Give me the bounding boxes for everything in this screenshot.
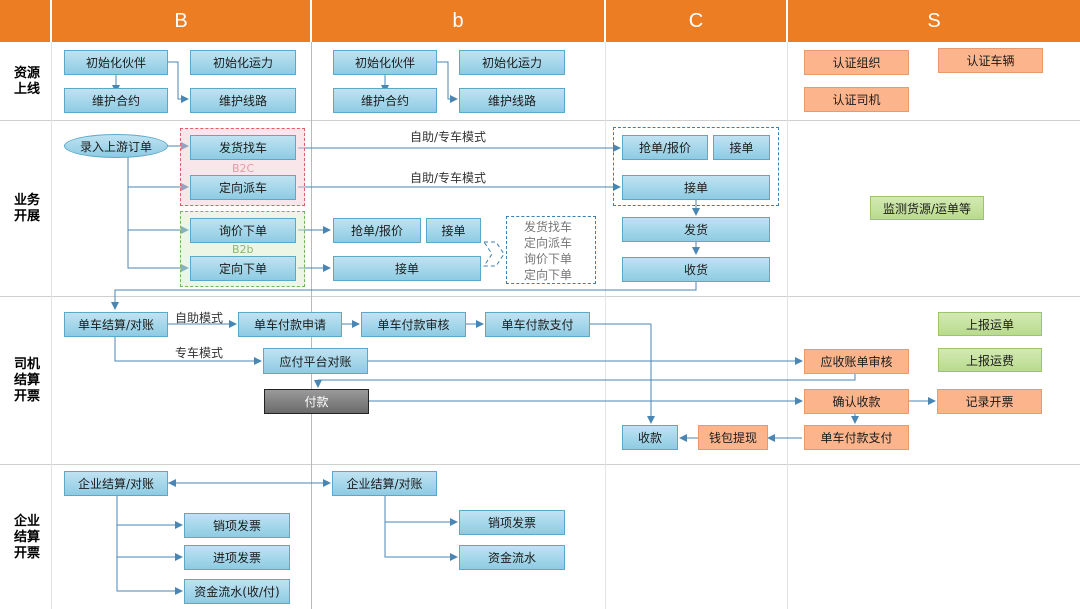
directed-order-box: 定向下单 (190, 256, 296, 281)
record-invoice-box: 记录开票 (937, 389, 1042, 414)
platform-recon-box: 应付平台对账 (263, 348, 368, 374)
row-label-business: 业务开展 (13, 193, 40, 224)
receivable-review-box: 应收账单审核 (804, 349, 909, 374)
grab-quote-box-b: 抢单/报价 (333, 218, 421, 243)
s-pay-box: 单车付款支付 (804, 425, 909, 450)
pay-pay-box: 单车付款支付 (485, 312, 590, 337)
b2b-label: B2b (232, 243, 254, 256)
header-corner (0, 0, 50, 42)
column-divider (787, 42, 788, 609)
order-type-list (506, 216, 596, 284)
inquiry-order-box: 询价下单 (190, 218, 296, 243)
init-capacity-box-b: 初始化运力 (459, 50, 565, 75)
row-divider (0, 464, 1080, 465)
order-type-1: 发货找车 (524, 220, 573, 234)
init-capacity-box-B: 初始化运力 (190, 50, 296, 75)
self-mode-label: 自助模式 (175, 311, 224, 325)
collect-box: 收款 (622, 425, 678, 450)
special-mode-label: 专车模式 (175, 346, 224, 360)
confirm-receipt-box: 确认收款 (804, 389, 909, 414)
fund-flow-box-B: 资金流水(收/付) (184, 579, 290, 604)
pay-review-box: 单车付款审核 (361, 312, 466, 337)
b2c-label: B2C (232, 162, 255, 175)
wallet-withdraw-box: 钱包提现 (698, 425, 768, 450)
maintain-contract-box-B: 维护合约 (64, 88, 168, 113)
ship-box: 发货 (622, 217, 770, 242)
column-divider (605, 42, 606, 609)
init-partner-box-B: 初始化伙伴 (64, 50, 168, 75)
mode-label-1: 自助/专车模式 (410, 130, 487, 144)
order-type-2: 定向派车 (524, 236, 573, 250)
c-accept-group (613, 127, 779, 206)
report-freight-box: 上报运费 (938, 348, 1042, 372)
enterprise-settle-box-b: 企业结算/对账 (332, 471, 437, 496)
ship-find-vehicle-box: 发货找车 (190, 135, 296, 160)
report-waybill-box: 上报运单 (938, 312, 1042, 336)
order-type-3: 询价下单 (524, 252, 573, 266)
column-header-b: b (312, 0, 604, 42)
row-label-driver-settlement: 司机结算开票 (13, 357, 40, 404)
row-divider (0, 120, 1080, 121)
maintain-route-box-b: 维护线路 (459, 88, 565, 113)
certify-org-box: 认证组织 (804, 50, 909, 75)
input-invoice-box-B: 进项发票 (184, 545, 290, 570)
column-header-B: B (52, 0, 310, 42)
column-header-C: C (606, 0, 786, 42)
order-type-4: 定向下单 (524, 268, 573, 282)
accept-box-c2: 接单 (622, 175, 770, 200)
column-header-S: S (788, 0, 1080, 42)
accept-box-c1: 接单 (713, 135, 770, 160)
maintain-contract-box-b: 维护合约 (333, 88, 437, 113)
vehicle-settle-box: 单车结算/对账 (64, 312, 168, 337)
column-divider (51, 42, 52, 609)
maintain-route-box-B: 维护线路 (190, 88, 296, 113)
row-label-resource: 资源上线 (13, 66, 40, 97)
certify-vehicle-box: 认证车辆 (938, 48, 1043, 73)
grab-quote-box-c: 抢单/报价 (622, 135, 708, 160)
enterprise-settle-box-B: 企业结算/对账 (64, 471, 168, 496)
directed-dispatch-box: 定向派车 (190, 175, 296, 200)
pay-apply-box: 单车付款申请 (238, 312, 342, 337)
certify-driver-box: 认证司机 (804, 87, 909, 112)
sales-invoice-box-B: 销项发票 (184, 513, 290, 538)
row-divider (0, 296, 1080, 297)
accept-box-b1: 接单 (426, 218, 481, 243)
upstream-order-ellipse: 录入上游订单 (64, 134, 168, 158)
init-partner-box-b: 初始化伙伴 (333, 50, 437, 75)
receive-box: 收货 (622, 257, 770, 282)
monitor-box: 监测货源/运单等 (870, 196, 984, 220)
mode-label-2: 自助/专车模式 (410, 171, 487, 185)
payment-box: 付款 (264, 389, 369, 414)
fund-flow-box-b: 资金流水 (459, 545, 565, 570)
sales-invoice-box-b: 销项发票 (459, 510, 565, 535)
row-label-enterprise-settlement: 企业结算开票 (13, 513, 40, 561)
accept-box-b2: 接单 (333, 256, 481, 281)
